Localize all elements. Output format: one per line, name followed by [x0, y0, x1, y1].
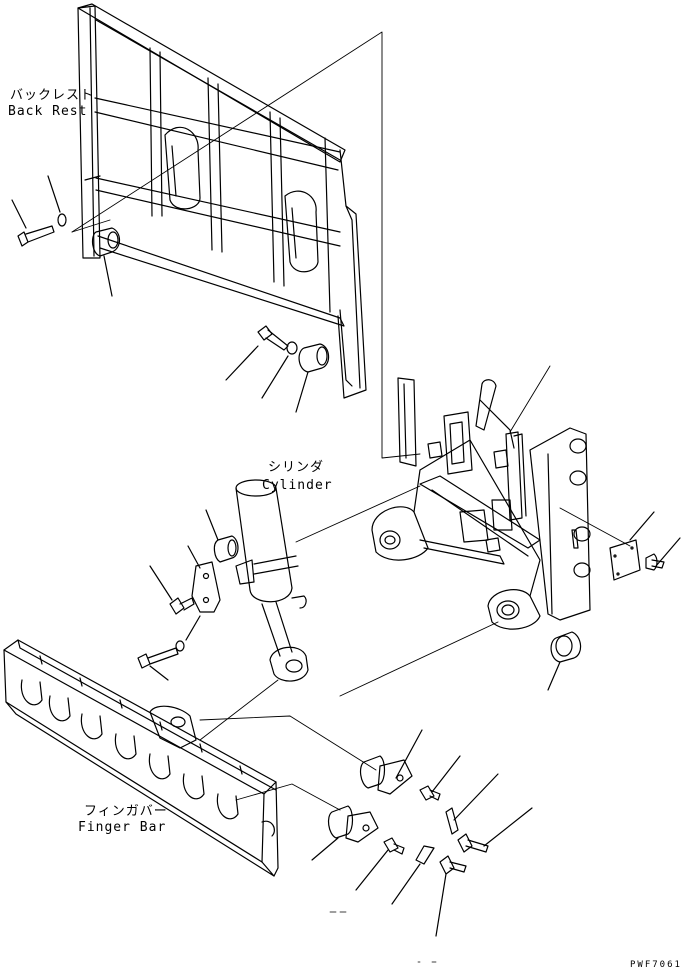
cylinder-bracket: [188, 546, 220, 612]
cover-bolt: [646, 538, 680, 570]
carriage-bushing: [548, 632, 581, 690]
back-rest-bushing-middle: [296, 344, 329, 412]
back-rest-bolt-left: [12, 200, 54, 246]
back-rest-label-en: Back Rest: [8, 104, 88, 119]
back-rest-washer-left: [48, 176, 66, 226]
cylinder-bushing: [206, 510, 238, 562]
drawing-code: PWF7061: [630, 960, 682, 970]
grease-fitting: [150, 566, 194, 614]
back-rest-label-jp: バックレスト: [10, 88, 95, 103]
back-rest-bushing-left: [93, 228, 120, 296]
grease-fitting-lower: [356, 838, 404, 890]
lock-bolt-lower: [436, 856, 466, 936]
cylinder-label-en: Cylinder: [262, 478, 333, 493]
finger-bar-pin-upper: [361, 730, 422, 794]
cover-plate: [610, 512, 654, 580]
back-rest-washer-middle: [262, 342, 297, 398]
finger-bar-pin-lower: [312, 806, 378, 860]
cylinder-label-jp: シリンダ: [268, 460, 325, 475]
carriage-leaders: [296, 366, 630, 696]
finger-bar-label-jp: フィンガバー: [84, 804, 168, 819]
finger-bar: [4, 640, 278, 876]
back-rest-frame: [78, 4, 366, 398]
finger-bar-leaders: [200, 680, 376, 810]
grease-fitting-upper: [420, 756, 460, 800]
lock-bolt-upper: [458, 808, 532, 852]
carriage-frame: [372, 378, 590, 629]
finger-bar-label-en: Finger Bar: [78, 820, 167, 835]
cylinder-bolt: [138, 648, 178, 680]
lock-plate-lower: [392, 846, 434, 904]
back-rest-leaders: [72, 32, 420, 458]
lock-plate-upper: [446, 774, 498, 834]
back-rest-bolt-middle: [226, 326, 288, 380]
cylinder-washer: [176, 616, 200, 651]
cylinder: [236, 480, 308, 681]
